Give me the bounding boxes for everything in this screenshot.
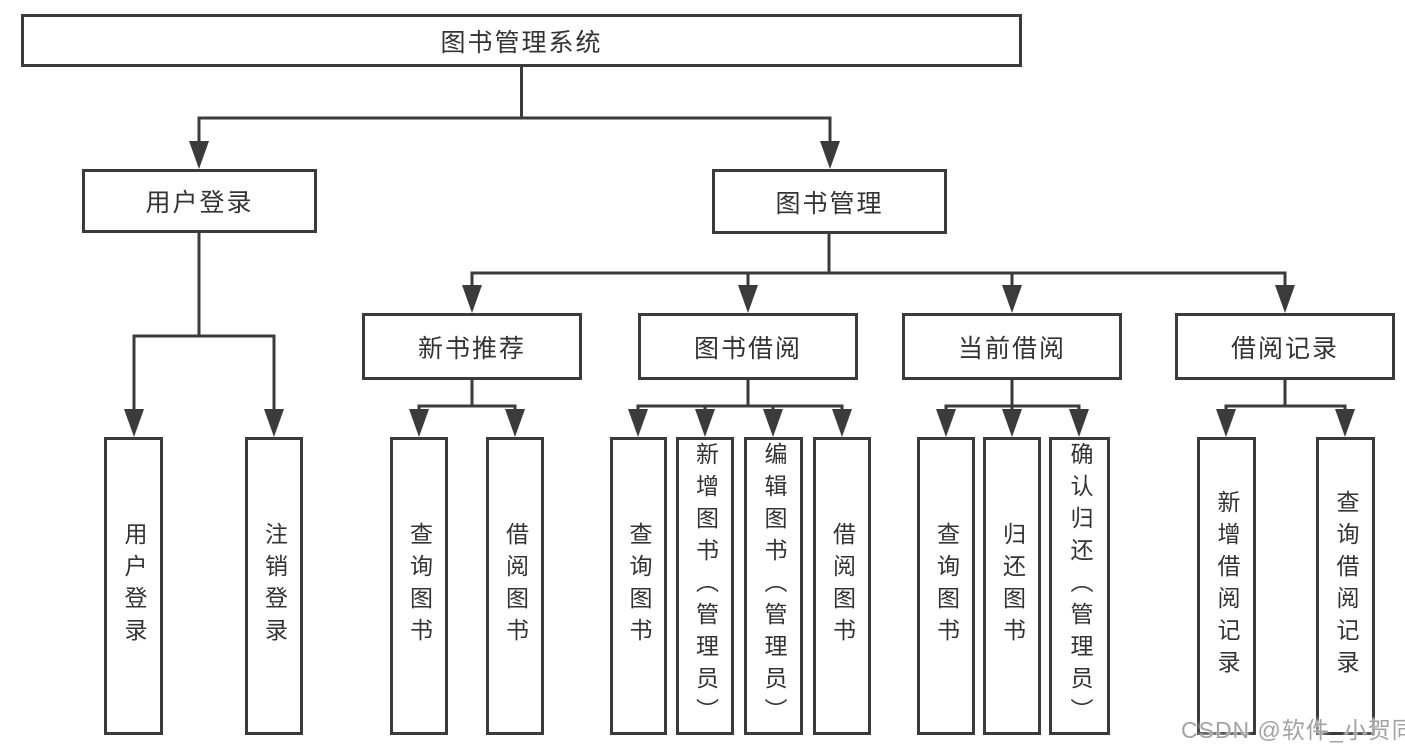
node-book-borrowing: 图书借阅 bbox=[638, 313, 858, 380]
leaf-add-book-admin: 新增图书（管理员） bbox=[676, 437, 734, 735]
node-label: 用户登录 bbox=[121, 522, 147, 650]
node-label: 查询借阅记录 bbox=[1333, 490, 1359, 682]
node-label: 查询图书 bbox=[406, 522, 433, 650]
connector-borrowing-records-to-leaves bbox=[1216, 380, 1355, 437]
leaf-logout-login: 注销登录 bbox=[245, 437, 303, 735]
connector-book-borrowing-to-leaves bbox=[628, 380, 852, 437]
node-label: 查询图书 bbox=[933, 522, 960, 650]
node-label: 编辑图书（管理员） bbox=[761, 442, 787, 730]
node-label: 新书推荐 bbox=[417, 334, 526, 363]
leaf-confirm-return-admin: 确认归还（管理员） bbox=[1049, 437, 1110, 735]
node-book-management: 图书管理 bbox=[712, 169, 947, 234]
watermark-csdn: CSDN @软件_小贺同学 bbox=[1181, 717, 1405, 743]
node-borrowing-records: 借阅记录 bbox=[1175, 313, 1395, 380]
node-label: 图书管理 bbox=[775, 189, 884, 218]
node-user-login: 用户登录 bbox=[82, 169, 317, 233]
node-library-management-system: 图书管理系统 bbox=[21, 14, 1022, 67]
connector-user-login-to-leaves bbox=[124, 233, 284, 437]
node-label: 新增图书（管理员） bbox=[692, 442, 719, 730]
node-label: 用户登录 bbox=[145, 189, 254, 217]
connector-current-borrowing-to-leaves bbox=[936, 380, 1089, 437]
node-label: 借阅图书 bbox=[829, 522, 856, 650]
leaf-query-books-current: 查询图书 bbox=[917, 437, 975, 735]
leaf-borrow-books-recommend: 借阅图书 bbox=[486, 437, 544, 735]
node-label: 当前借阅 bbox=[957, 334, 1066, 363]
connector-new-book-recommend-to-leaves bbox=[409, 380, 525, 437]
node-label: 借阅记录 bbox=[1230, 334, 1339, 363]
leaf-borrow-books-borrowing: 借阅图书 bbox=[813, 437, 871, 735]
node-label: 图书管理系统 bbox=[440, 28, 603, 57]
node-label: 新增借阅记录 bbox=[1214, 490, 1240, 682]
node-label: 图书借阅 bbox=[693, 334, 802, 363]
node-current-borrowing: 当前借阅 bbox=[902, 313, 1122, 380]
leaf-query-books-borrowing: 查询图书 bbox=[610, 437, 667, 735]
node-label: 注销登录 bbox=[261, 522, 288, 650]
node-new-book-recommend: 新书推荐 bbox=[362, 313, 582, 380]
leaf-query-borrow-record: 查询借阅记录 bbox=[1316, 437, 1375, 735]
node-label: 归还图书 bbox=[999, 522, 1026, 650]
leaf-query-books-recommend: 查询图书 bbox=[390, 437, 448, 735]
leaf-user-login: 用户登录 bbox=[104, 437, 163, 735]
node-label: 确认归还（管理员） bbox=[1067, 442, 1093, 730]
connector-book-management-to-level3 bbox=[462, 233, 1295, 313]
leaf-return-book: 归还图书 bbox=[983, 437, 1041, 735]
leaf-edit-book-admin: 编辑图书（管理员） bbox=[744, 437, 803, 735]
connector-root-to-level2 bbox=[189, 67, 840, 169]
node-label: 查询图书 bbox=[626, 522, 652, 650]
node-label: 借阅图书 bbox=[502, 522, 529, 650]
leaf-add-borrow-record: 新增借阅记录 bbox=[1197, 437, 1256, 735]
